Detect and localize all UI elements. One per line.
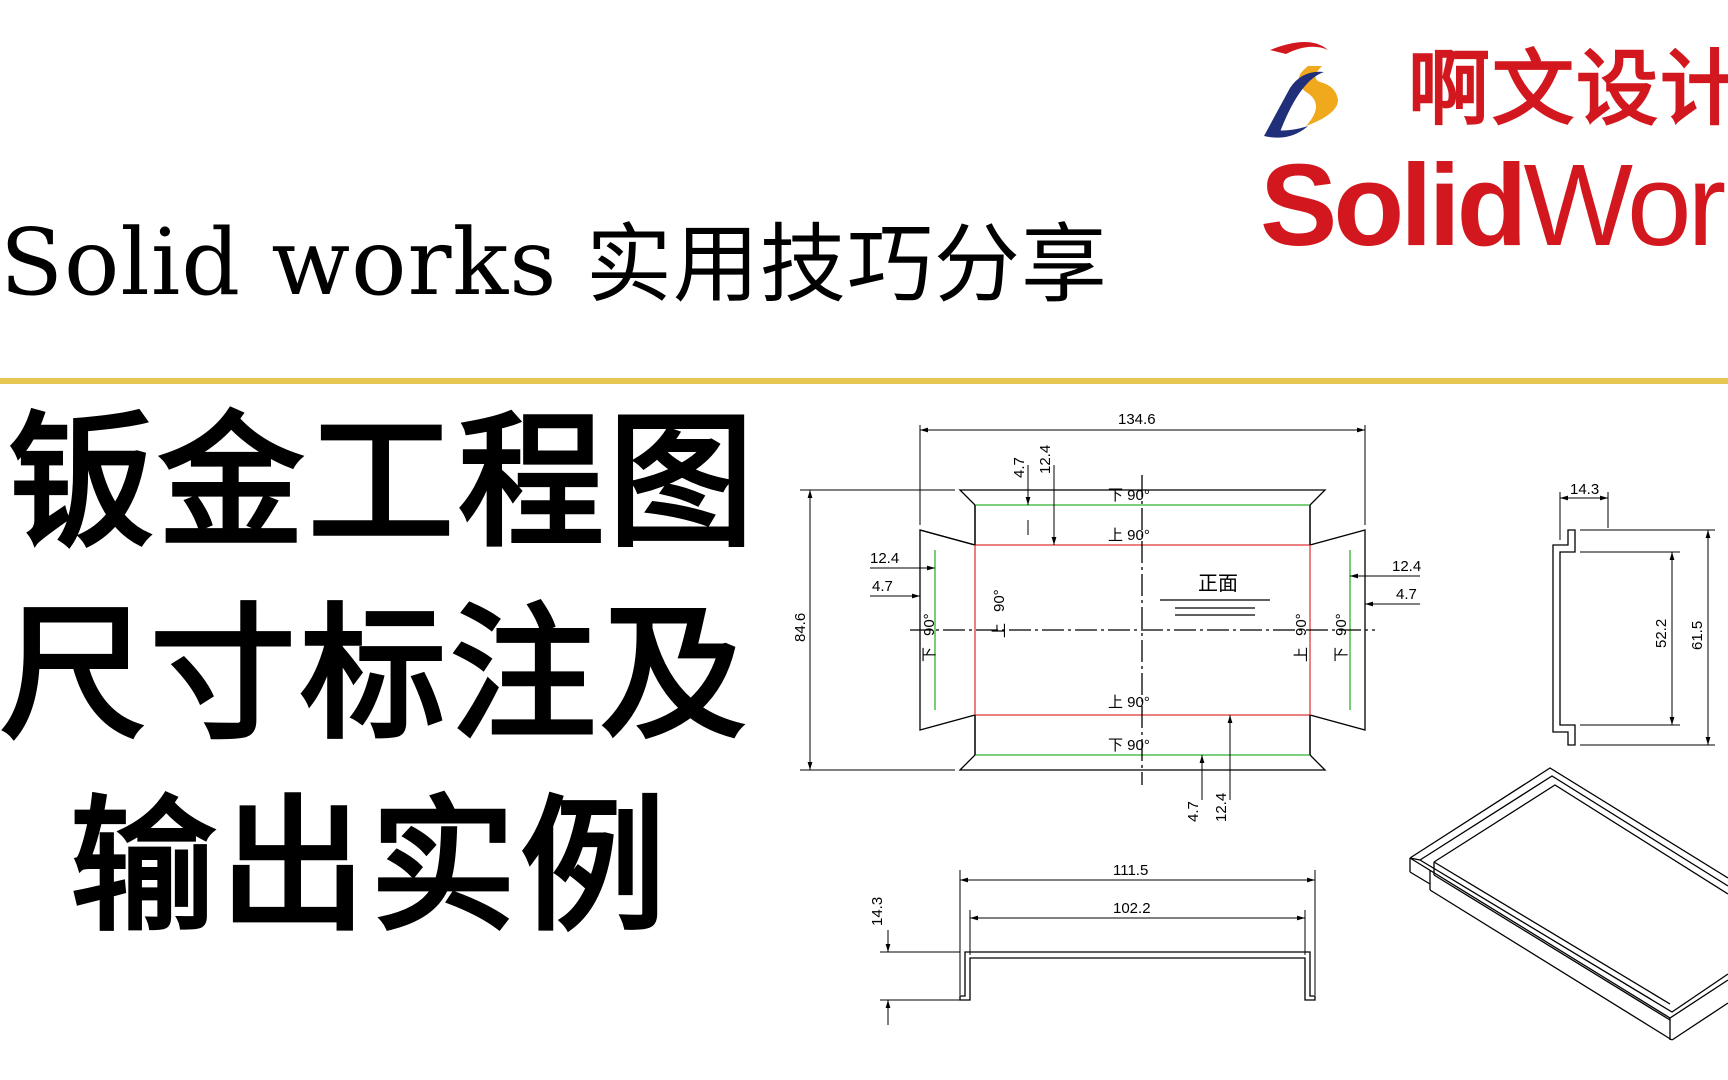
front-view-dimensions [880,870,1316,1025]
bend-note-right-outer-dir: 下 [1333,647,1350,662]
side-view [1552,529,1576,746]
bend-note-right-inner-dir: 上 [1293,647,1310,662]
bend-note-left-outer-dir: 下 [921,647,938,662]
side-dim-flange: 14.3 [1570,481,1599,498]
logo-brand-thin: Work [1523,140,1728,270]
front-dim-outer: 111.5 [1113,862,1148,879]
front-dim-inner: 102.2 [1113,900,1151,917]
bend-note-left-inner-dir: 上 [991,623,1008,638]
bend-note-left-outer-90: 90° [921,613,938,636]
bend-note-right-inner-90: 90° [1293,613,1310,636]
dim-right-4-7: 4.7 [1396,586,1417,603]
logo-brand-bold: Solid [1260,140,1528,270]
flat-pattern-dimensions [800,425,1420,800]
dim-right-12-4: 12.4 [1392,558,1421,575]
title-line-1: 钣金工程图 [8,398,758,568]
dim-bottom-12-4: 12.4 [1213,793,1230,822]
front-view [959,951,1316,1001]
logo-chinese-text: 啊文设计 [1408,42,1728,137]
bend-note-top-inner: 上 90° [1108,527,1150,544]
bend-note-top-outer: 下 90° [1108,487,1150,504]
bend-note-right-outer-90: 90° [1333,613,1350,636]
bend-note-bottom-outer: 下 90° [1108,737,1150,754]
subtitle-latin: Solid works [0,209,558,316]
subtitle: Solid works 实用技巧分享 [0,208,1108,318]
dim-top-12-4: 12.4 [1037,445,1054,474]
dim-overall-width: 134.6 [1118,411,1156,428]
isometric-tray-view [1409,767,1728,1041]
subtitle-chinese: 实用技巧分享 [585,215,1108,315]
side-view-dimensions [1559,492,1715,746]
front-dim-height: 14.3 [869,897,886,926]
side-dim-inner: 52.2 [1653,619,1670,648]
dim-left-12-4: 12.4 [870,550,899,567]
side-dim-outer: 61.5 [1689,621,1706,650]
title-line-2: 尺寸标注及 [0,590,750,760]
dim-left-4-7: 4.7 [872,578,893,595]
flat-pattern-labels: 134.6 84.6 4.7 12.4 4.7 12.4 12.4 4.7 12… [792,411,1421,822]
bend-note-bottom-inner: 上 90° [1108,694,1150,711]
accent-divider [0,378,1728,384]
front-face-label: 正面 [1198,573,1238,595]
dim-bottom-4-7: 4.7 [1185,801,1202,822]
bend-note-left-inner-90: 90° [991,589,1008,612]
flat-pattern-view [910,475,1375,785]
ds-solidworks-logo-icon [1264,42,1338,138]
logo-solidworks: SolidWork [1260,140,1728,270]
title-line-3: 输出实例 [70,782,670,952]
dim-top-4-7: 4.7 [1011,457,1028,478]
dim-overall-height: 84.6 [792,613,809,642]
